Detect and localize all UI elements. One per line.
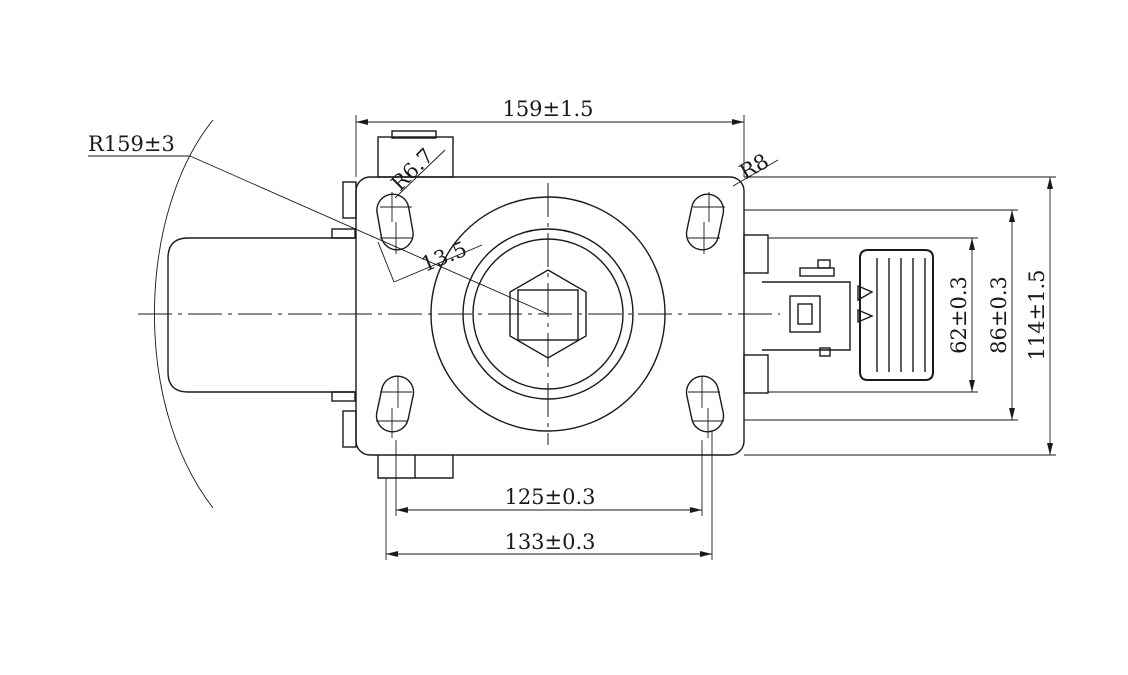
side-nut-right-bottom xyxy=(743,354,769,394)
swivel-radius-arc xyxy=(154,119,214,509)
dim-outer-height: 114±1.5 xyxy=(744,176,1056,456)
dim-inner-height: 62±0.3 xyxy=(768,237,978,393)
dim-mid-height-label: 86±0.3 xyxy=(987,276,1011,354)
dim-radius-arc: R159±3 xyxy=(88,132,549,315)
dim-hole-spacing-inner-label: 125±0.3 xyxy=(504,485,595,509)
bolt-slot-top-right xyxy=(685,192,725,254)
top-nut-cap xyxy=(391,130,437,139)
wheel-outline xyxy=(167,237,355,393)
top-plate xyxy=(355,176,745,456)
axle-bracket-bottom xyxy=(331,391,356,402)
dim-hole-spacing-outer-label: 133±0.3 xyxy=(504,530,595,554)
dim-slot-width-label: 13.5 xyxy=(418,237,470,277)
side-nut-left-bottom xyxy=(342,410,357,448)
axle-bracket-top xyxy=(331,228,356,239)
bolt-slot-bottom-left xyxy=(375,375,415,438)
dim-slot-radius-label: R6.7 xyxy=(387,144,439,196)
dim-slot-width: 13.5 xyxy=(377,237,483,283)
dim-slot-radius: R6.7 xyxy=(387,144,446,199)
side-nut-left-top xyxy=(342,181,357,219)
dim-top-width: 159±1.5 xyxy=(355,97,745,177)
dim-radius-arc-label: R159±3 xyxy=(88,132,175,156)
dim-corner-radius-label: R8 xyxy=(736,149,773,184)
dim-hole-spacing-outer: 133±0.3 xyxy=(385,430,713,560)
dim-outer-height-label: 114±1.5 xyxy=(1025,269,1049,360)
dim-inner-height-label: 62±0.3 xyxy=(947,276,971,354)
side-nut-right-top xyxy=(743,234,769,274)
dim-hole-spacing-inner: 125±0.3 xyxy=(395,440,703,516)
dim-mid-height: 86±0.3 xyxy=(744,209,1018,421)
bolt-slot-bottom-right xyxy=(685,375,725,438)
dim-top-width-label: 159±1.5 xyxy=(502,97,593,121)
bolt-slot-top-left xyxy=(376,192,414,254)
brake-mechanism xyxy=(762,249,934,381)
brake-pedal xyxy=(859,249,934,381)
